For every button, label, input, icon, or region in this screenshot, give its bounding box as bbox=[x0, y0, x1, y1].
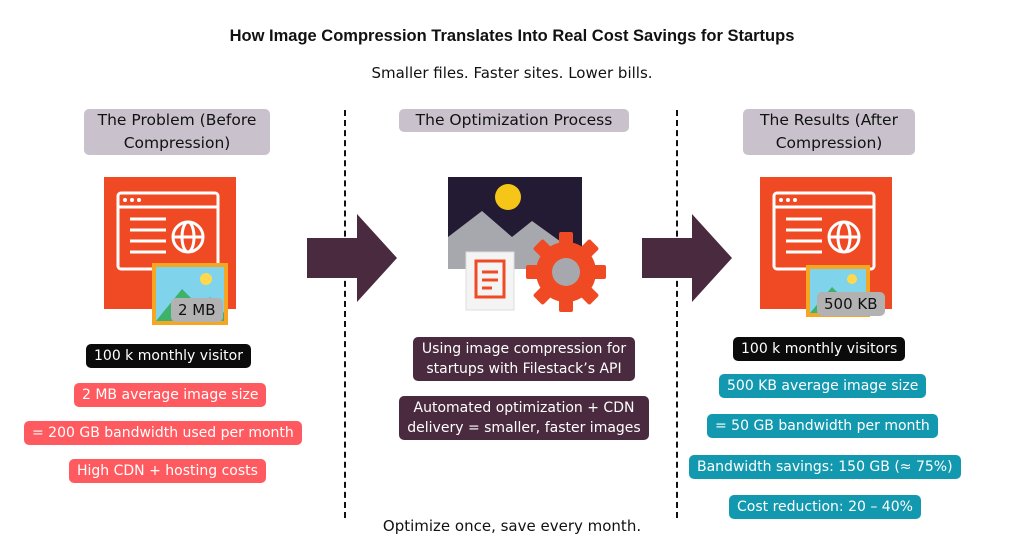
problem-item-visitors: 100 k monthly visitor bbox=[86, 344, 251, 368]
arrow-right-icon bbox=[307, 214, 397, 302]
problem-size-badge: 2 MB bbox=[171, 298, 223, 322]
page-subtitle: Smaller files. Faster sites. Lower bills… bbox=[371, 64, 653, 82]
problem-heading-line1: The Problem (Before bbox=[97, 111, 257, 129]
image-document-gear-icon bbox=[448, 177, 608, 317]
process-item-automation-line1: Automated optimization + CDN bbox=[413, 400, 635, 416]
results-item-bandwidth: = 50 GB bandwidth per month bbox=[707, 414, 938, 438]
process-heading: The Optimization Process bbox=[399, 109, 629, 132]
results-heading-line1: The Results (After bbox=[760, 111, 898, 129]
webpage-with-image-icon bbox=[760, 177, 900, 327]
column-divider-right bbox=[676, 110, 678, 518]
process-item-api-line1: Using image compression for bbox=[421, 341, 627, 357]
page-title: How Image Compression Translates Into Re… bbox=[229, 27, 795, 45]
process-item-automation: Automated optimization + CDN delivery = … bbox=[399, 396, 649, 440]
problem-item-costs: High CDN + hosting costs bbox=[69, 459, 266, 483]
results-item-visitors: 100 k monthly visitors bbox=[733, 337, 906, 361]
results-item-image-size: 500 KB average image size bbox=[719, 374, 927, 398]
results-heading: The Results (After Compression) bbox=[743, 109, 915, 155]
arrow-right-icon bbox=[642, 214, 732, 302]
process-item-api-line2: startups with Filestack’s API bbox=[426, 361, 622, 377]
results-item-cost-reduction: Cost reduction: 20 – 40% bbox=[729, 495, 921, 519]
footer-tagline: Optimize once, save every month. bbox=[382, 517, 642, 535]
problem-item-bandwidth: = 200 GB bandwidth used per month bbox=[24, 421, 302, 445]
results-heading-line2: Compression) bbox=[775, 134, 883, 152]
process-item-automation-line2: delivery = smaller, faster images bbox=[407, 420, 641, 436]
problem-item-image-size: 2 MB average image size bbox=[74, 383, 267, 407]
problem-heading: The Problem (Before Compression) bbox=[84, 109, 270, 155]
results-item-savings: Bandwidth savings: 150 GB (≈ 75%) bbox=[689, 455, 961, 479]
process-item-api: Using image compression for startups wit… bbox=[413, 337, 635, 381]
results-size-badge: 500 KB bbox=[817, 292, 885, 316]
column-divider-left bbox=[344, 110, 346, 518]
problem-heading-line2: Compression) bbox=[123, 134, 231, 152]
